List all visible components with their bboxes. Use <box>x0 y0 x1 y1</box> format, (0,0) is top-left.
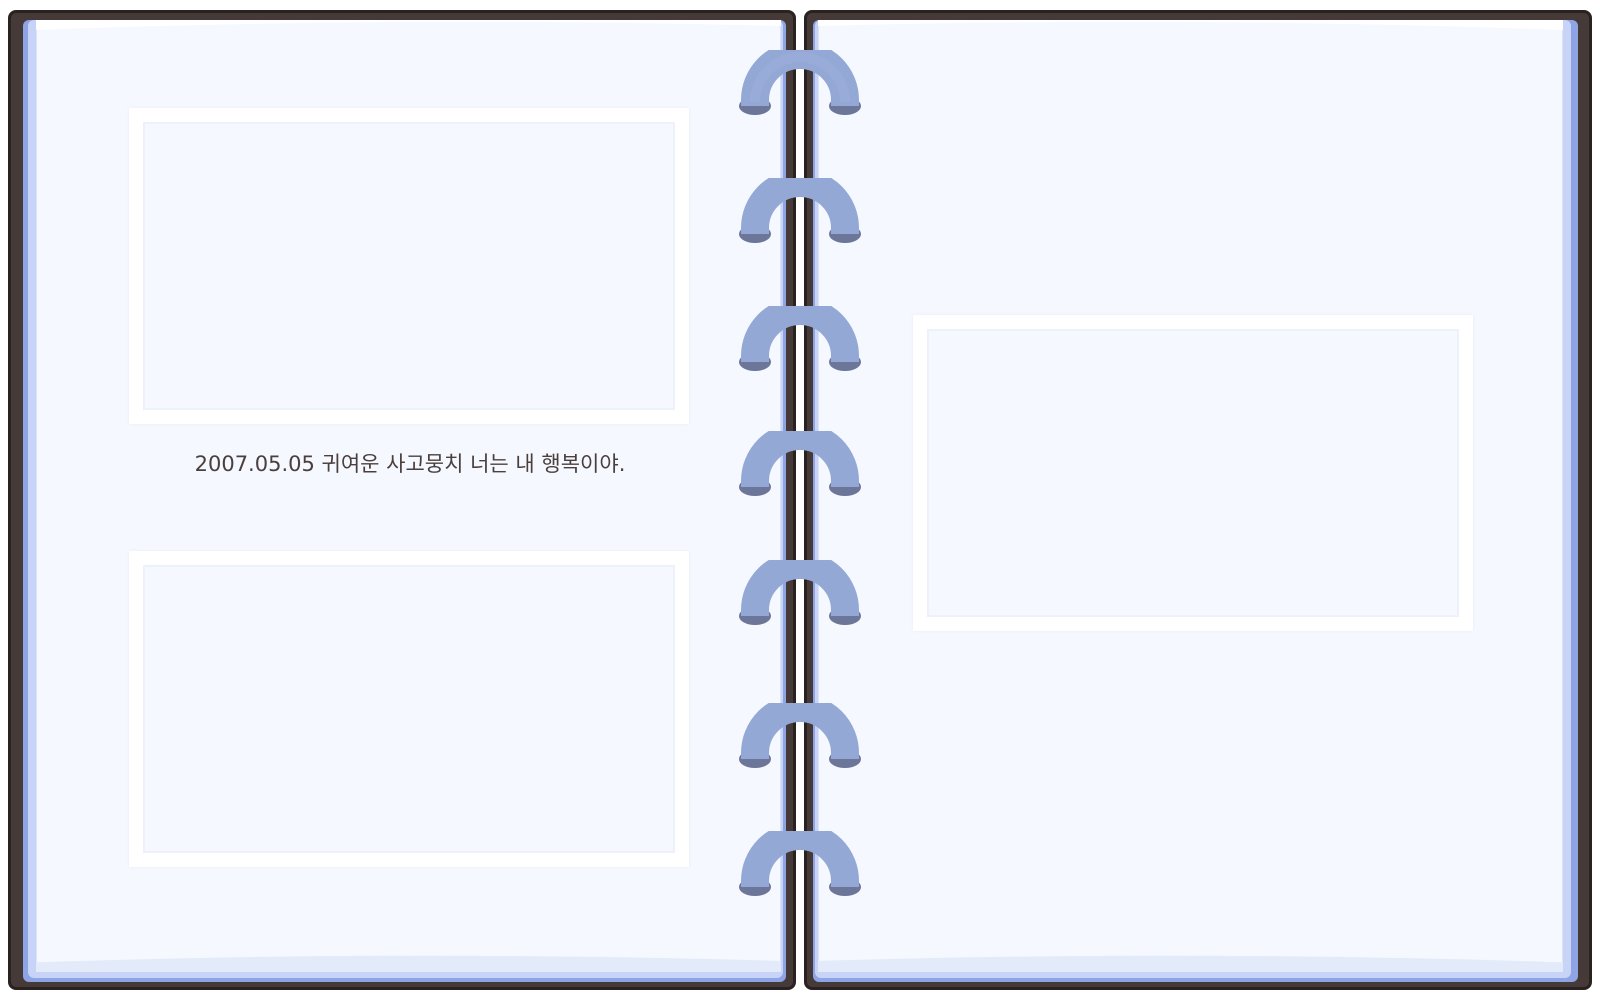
left-page-bottom-curve <box>36 955 781 972</box>
spiral-ring-icon <box>739 431 861 496</box>
right-page-bottom-curve <box>818 955 1563 972</box>
photo-slot-bottom-left[interactable] <box>129 551 689 867</box>
spiral-ring-icon <box>739 50 861 115</box>
photo-placeholder <box>143 122 675 410</box>
photo-slot-top-left[interactable] <box>129 108 689 424</box>
photo-caption: 2007.05.05 귀여운 사고뭉치 너는 내 행복이야. <box>194 452 626 476</box>
spiral-ring-icon <box>739 831 861 896</box>
photo-slot-right[interactable] <box>913 315 1473 631</box>
right-page-top-curve <box>818 20 1563 30</box>
spiral-ring-icon <box>739 178 861 243</box>
spiral-ring-icon <box>739 703 861 768</box>
photo-placeholder <box>143 565 675 853</box>
left-page-top-curve <box>36 20 781 30</box>
spiral-ring-icon <box>739 306 861 371</box>
photo-placeholder <box>927 329 1459 617</box>
spiral-ring-icon <box>739 560 861 625</box>
